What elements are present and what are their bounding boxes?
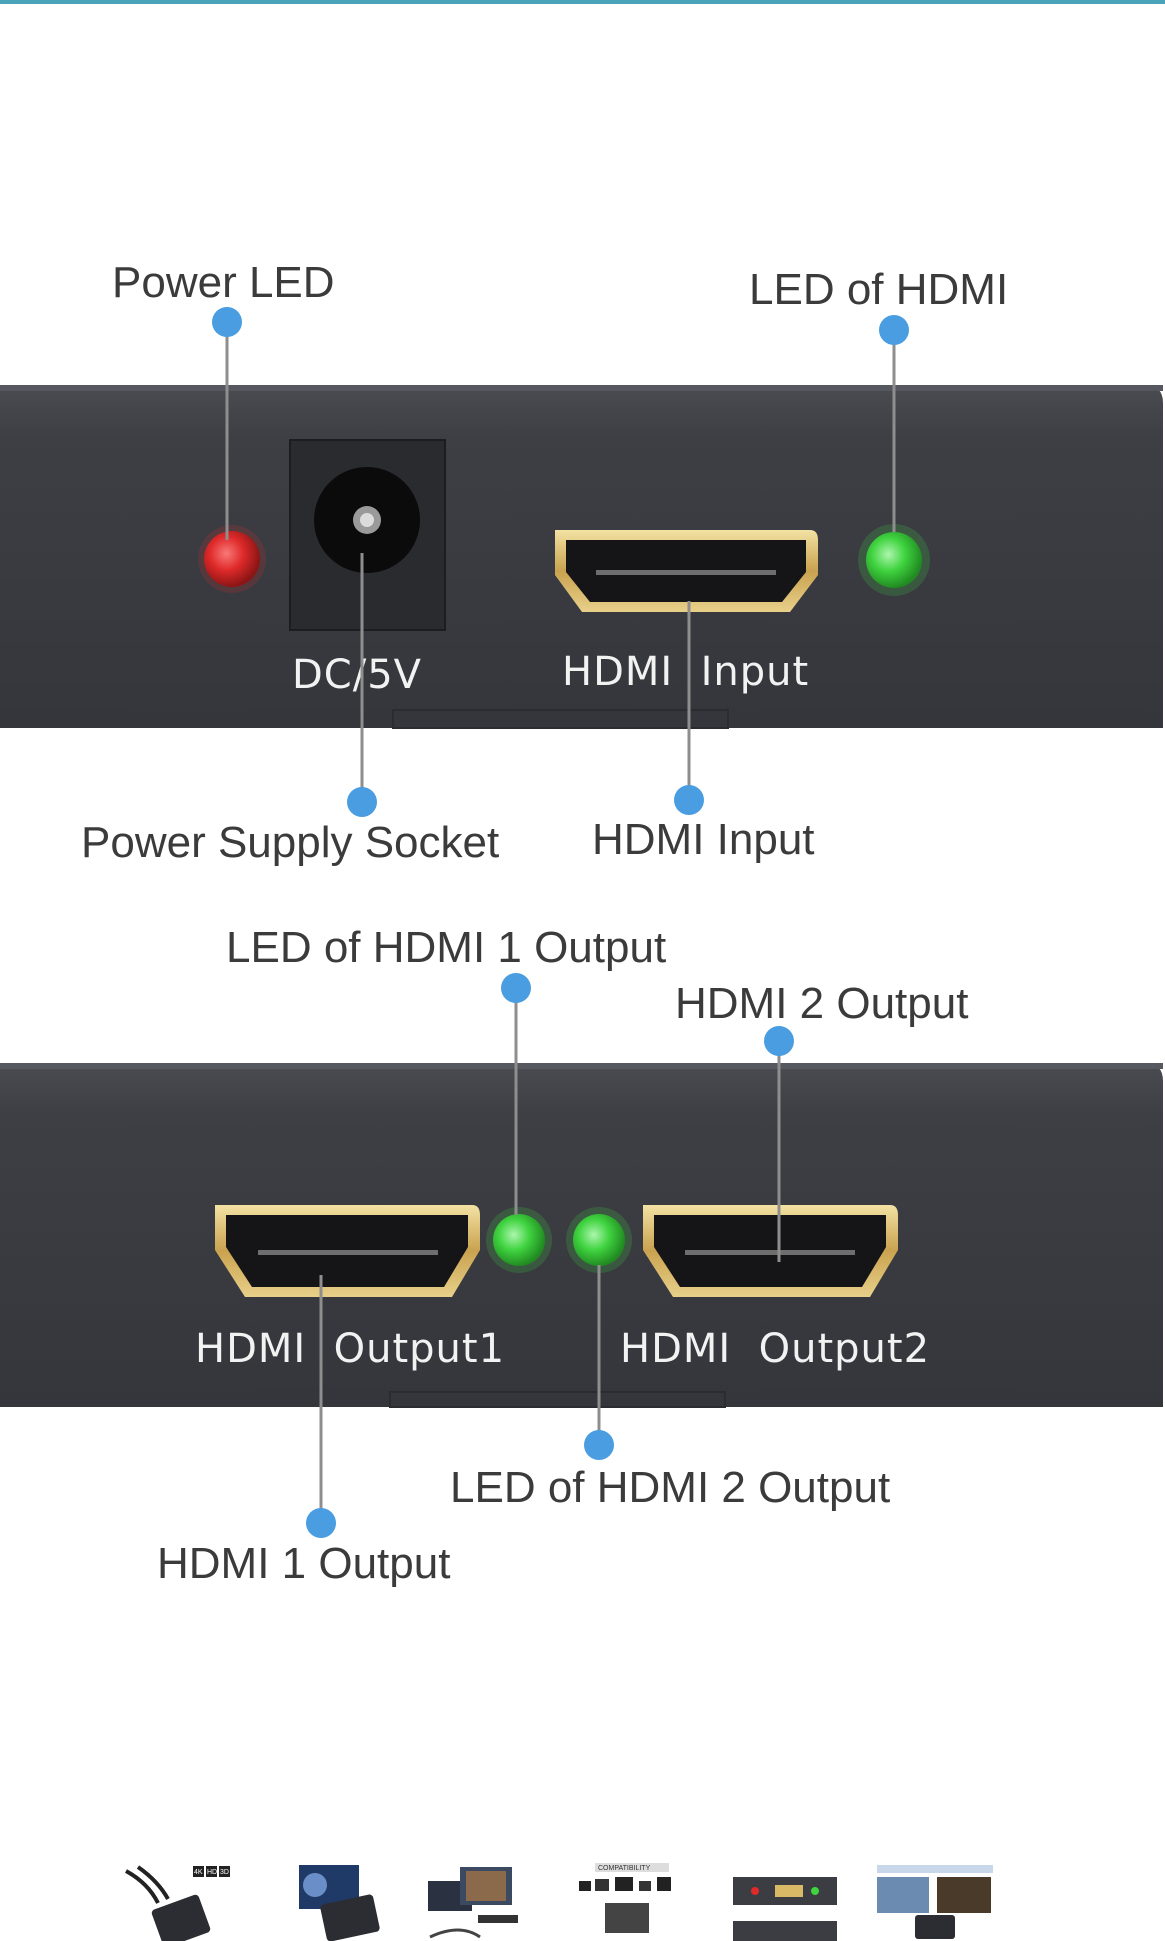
hdmi-output2-printed-label: HDMI Output2 [620, 1326, 930, 1372]
ports-icon [733, 1877, 837, 1941]
thumbnail-6[interactable] [875, 1863, 995, 1941]
badge-4k: 4K [194, 1869, 203, 1876]
badge-3d: 3D [220, 1869, 229, 1876]
input-side-panel: DC/5V HDMI Input [0, 385, 1163, 729]
callout-hdmi2-output: HDMI 2 Output [675, 979, 968, 1028]
callout-led-of-hdmi: LED of HDMI [749, 265, 1008, 314]
callout-power-supply-socket: Power Supply Socket [81, 818, 499, 867]
devices-icon: COMPATIBILITY [579, 1863, 671, 1933]
thumbnail-5[interactable] [725, 1863, 845, 1941]
callout-dots [212, 307, 909, 1538]
compatibility-caption: COMPATIBILITY [598, 1865, 651, 1872]
hdmi-input-led [866, 532, 922, 588]
thumbnail-1[interactable]: 4K HD 3D [118, 1863, 238, 1941]
scenes-icon [877, 1865, 993, 1939]
badge-hd: HD [207, 1869, 217, 1876]
thumbnail-3[interactable] [420, 1863, 540, 1941]
dc-power-socket [289, 439, 446, 631]
hdmi2-output-led [573, 1214, 625, 1266]
thumbnail-2[interactable] [285, 1863, 405, 1941]
hdmi-output1-printed-label: HDMI Output1 [195, 1326, 505, 1372]
splitter-cables-icon: 4K HD 3D [125, 1865, 230, 1941]
thumbnail-4[interactable]: COMPATIBILITY [575, 1863, 695, 1941]
callout-led-hdmi1-output: LED of HDMI 1 Output [226, 923, 666, 972]
dc-5v-printed-label: DC/5V [292, 652, 422, 698]
splitter-box-icon [299, 1865, 380, 1941]
image-thumbnail-strip: 4K HD 3D COMPATIBILITY [0, 1855, 1165, 1941]
callout-hdmi1-output: HDMI 1 Output [157, 1539, 450, 1588]
output-side-panel: HDMI Output1 HDMI Output2 [0, 1063, 1163, 1408]
hdmi-input-port [555, 530, 818, 612]
hdmi-input-printed-label: HDMI Input [562, 649, 809, 695]
product-diagram-image: DC/5V HDMI Input HDMI Output1 HDMI Outpu… [0, 258, 1163, 1588]
callout-hdmi-input: HDMI Input [592, 815, 815, 864]
top-accent-bar [0, 0, 1165, 4]
hdmi-output1-port [215, 1205, 480, 1297]
power-led [204, 531, 260, 587]
tv-icon [428, 1867, 518, 1939]
hdmi-output2-port [643, 1205, 898, 1297]
callout-power-led: Power LED [112, 258, 335, 307]
callout-lines [225, 322, 896, 1523]
hdmi1-output-led [493, 1214, 545, 1266]
callout-led-hdmi2-output: LED of HDMI 2 Output [450, 1463, 890, 1512]
